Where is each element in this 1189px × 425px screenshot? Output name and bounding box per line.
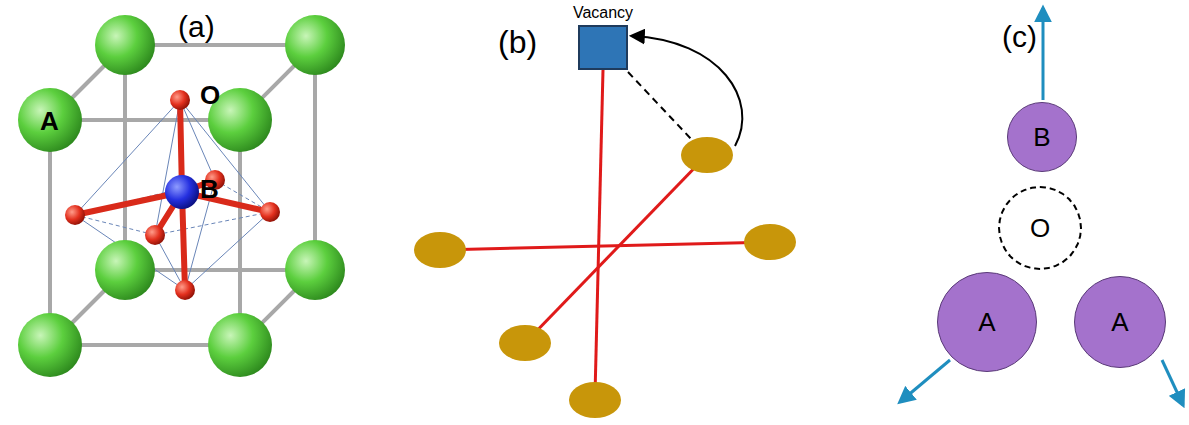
cation: B <box>1007 102 1077 172</box>
panel-label: B <box>200 176 219 202</box>
oxygen-sites <box>414 137 796 418</box>
vacancy-square <box>578 25 628 70</box>
octahedral-bonds <box>440 70 770 395</box>
b-site-atom <box>165 175 199 209</box>
hop-path <box>628 72 692 140</box>
ion-label: A <box>978 309 995 335</box>
cation: A <box>937 272 1037 372</box>
panel-label: (c) <box>1002 22 1037 52</box>
strain-arrows <box>900 8 1183 405</box>
ion-label: A <box>1111 309 1128 335</box>
site-label: Vacancy <box>573 5 633 21</box>
panel-label: (b) <box>498 26 537 58</box>
panel-label: (a) <box>178 12 215 42</box>
panel-label: A <box>40 108 59 134</box>
jump-arrow <box>632 36 742 146</box>
ion-label: O <box>1030 215 1050 241</box>
ion-label: B <box>1033 124 1050 150</box>
cube-edges <box>50 45 315 345</box>
cation: A <box>1074 276 1166 368</box>
a-site-atoms-front <box>18 88 272 377</box>
panel-label: O <box>200 82 220 108</box>
a-site-atoms <box>95 15 345 300</box>
oxygen-site: O <box>998 186 1082 270</box>
vacancy-site: Vacancy <box>571 5 635 70</box>
